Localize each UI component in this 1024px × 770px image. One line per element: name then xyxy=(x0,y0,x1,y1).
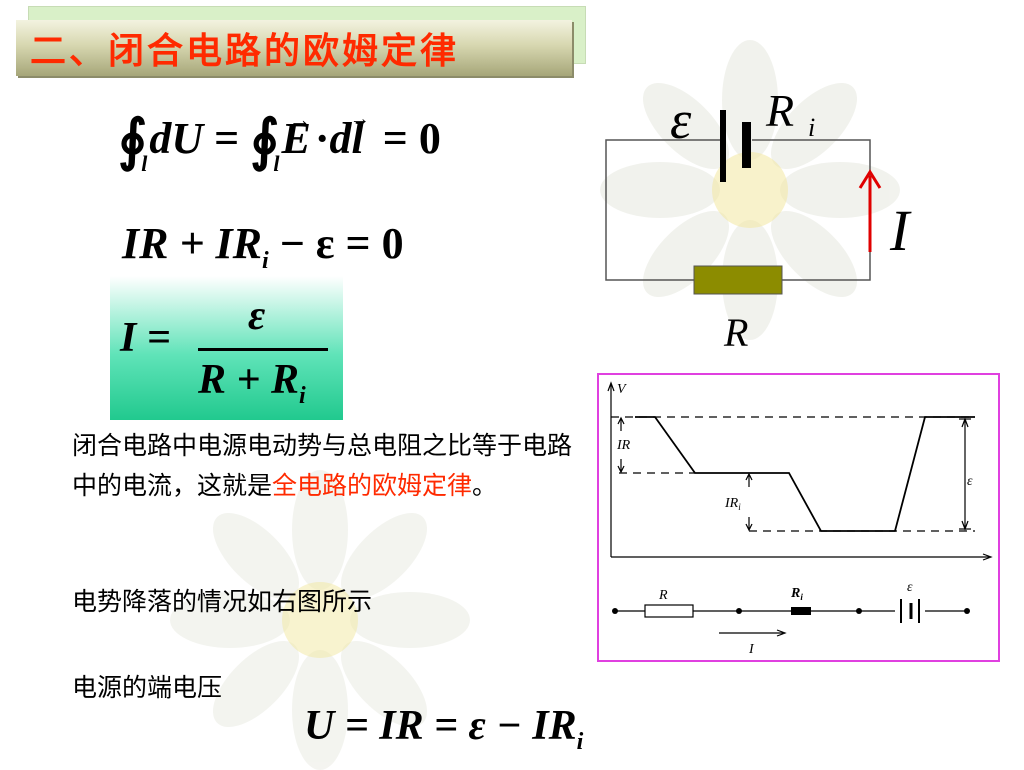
page-title: 二、闭合电路的欧姆定律 xyxy=(30,30,460,72)
potential-drop-graph: V IR IRi ε R Ri ε I xyxy=(607,381,993,657)
strip-node xyxy=(736,608,742,614)
graph-emf-label: ε xyxy=(967,474,973,489)
internal-resistance-subscript: i xyxy=(808,113,815,142)
eq1-U: U xyxy=(171,114,204,163)
integral-subscript: l xyxy=(141,151,148,176)
fraction-numerator: ε xyxy=(248,293,266,339)
internal-resistance-label: R xyxy=(765,85,794,136)
eq1-equals: = xyxy=(203,114,251,163)
potential-drop-caption: 电势降落的情况如右图所示 xyxy=(72,587,373,616)
v-axis-arrow xyxy=(607,381,615,392)
current-label: I xyxy=(889,198,912,263)
load-resistor xyxy=(693,265,783,295)
fraction-denominator: R + Ri xyxy=(198,357,306,409)
terminal-voltage-caption: 电源的端电压 xyxy=(72,673,223,702)
eq2-part2: − ε = 0 xyxy=(268,219,404,268)
battery-long-plate xyxy=(720,110,726,182)
emf-label: ε xyxy=(670,90,692,150)
ir-lower-arrowhead xyxy=(617,465,625,474)
explanation-end: 。 xyxy=(472,471,498,500)
law-name-highlight: 全电路的欧姆定律 xyxy=(272,471,473,500)
title-bar: 二、闭合电路的欧姆定律 xyxy=(16,20,572,76)
eq2-sub: i xyxy=(262,248,269,274)
ir-upper-arrowhead xyxy=(617,416,625,425)
graph-ir-label: IR xyxy=(616,438,631,453)
potential-drop-graph-frame: V IR IRi ε R Ri ε I xyxy=(597,373,1000,662)
eq1-rhs: = 0 xyxy=(371,114,441,163)
vector-l: l→ xyxy=(349,108,370,163)
strip-R-label: R xyxy=(658,588,668,603)
contour-integral-symbol: ∮ xyxy=(118,110,148,172)
strip-internal-resistor xyxy=(791,607,811,615)
strip-emf-label: ε xyxy=(907,580,913,595)
eq1-d2: d xyxy=(329,114,352,163)
iri-lower-arrowhead xyxy=(745,523,753,532)
dot-product: · xyxy=(314,114,330,163)
circuit-diagram: ε R i I R xyxy=(605,85,912,355)
strip-node xyxy=(964,608,970,614)
integral-subscript: l xyxy=(273,151,280,176)
strip-resistor-R xyxy=(644,604,694,618)
strip-node xyxy=(856,608,862,614)
current-arrowhead xyxy=(858,169,882,189)
ohms-law-explanation: 闭合电路中电源电动势与总电阻之比等于电路中的电流，这就是全电路的欧姆定律。 xyxy=(72,426,588,506)
terminal-voltage-equation: U = IR = ε − IRi xyxy=(304,703,584,755)
strip-current-arrowhead xyxy=(776,629,787,637)
x-axis-arrow xyxy=(982,553,993,561)
strip-current-label: I xyxy=(748,642,755,657)
strip-Ri-label: Ri xyxy=(790,586,803,602)
fraction-bar xyxy=(198,348,328,351)
circuit-wires xyxy=(605,139,871,281)
contour-integral-symbol: ∮ xyxy=(250,110,280,172)
iri-upper-arrowhead xyxy=(745,472,753,481)
potential-curve xyxy=(635,416,975,532)
eq1-d: d xyxy=(149,114,172,163)
strip-node xyxy=(612,608,618,614)
eq2-part1: IR + IR xyxy=(122,219,263,268)
loop-integral-equation: ∮ldU = ∮lE→·dl→ = 0 xyxy=(118,107,441,177)
battery-short-plate xyxy=(742,122,751,168)
fraction-lhs: I = xyxy=(120,315,171,361)
load-resistance-label: R xyxy=(723,310,748,355)
vector-E: E→ xyxy=(281,107,311,163)
kirchhoff-equation: IR + IRi − ε = 0 xyxy=(122,218,404,275)
explanation-text: 闭合电路中电源电动势与总电阻之比等于电路中的电流，这就是 xyxy=(72,431,573,500)
graph-iri-label: IRi xyxy=(724,496,741,512)
graph-v-label: V xyxy=(617,382,627,397)
